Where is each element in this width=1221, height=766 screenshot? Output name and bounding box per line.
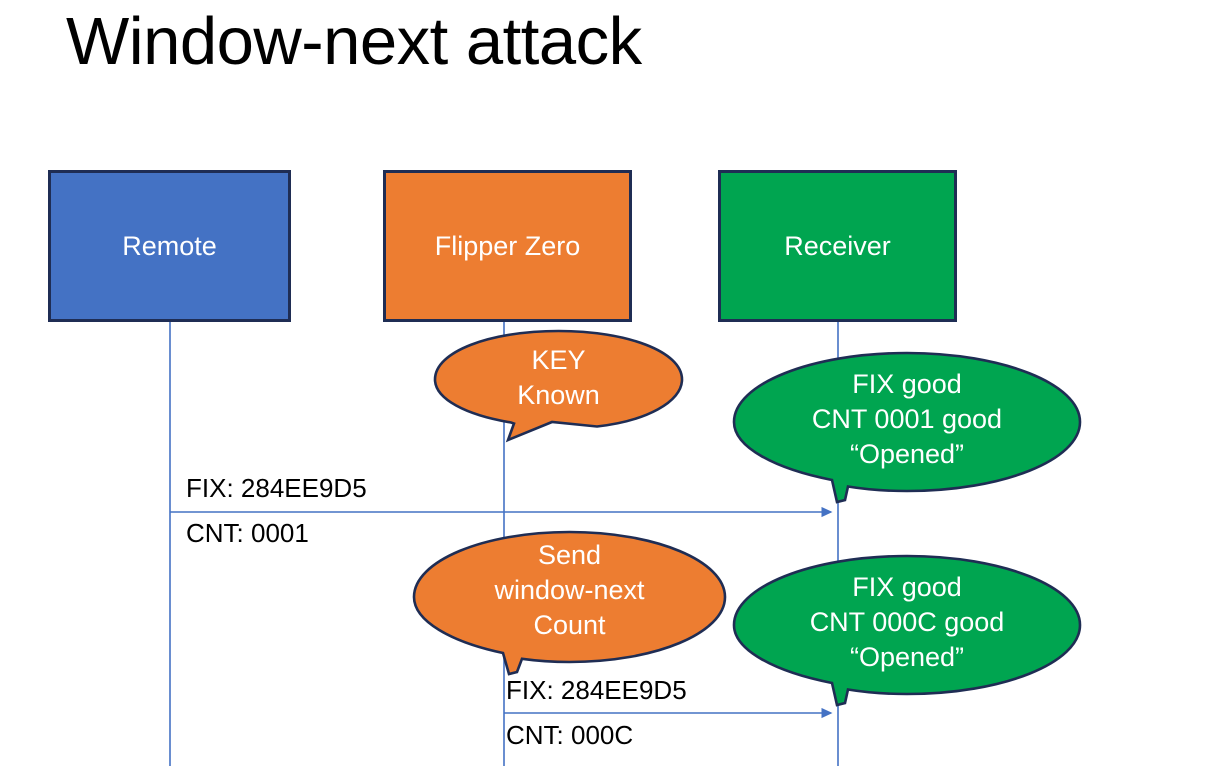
- message-1-cnt-label: CNT: 0001: [186, 518, 309, 548]
- message-2-cnt-label: CNT: 000C: [506, 720, 634, 750]
- actor-box-receiver[interactable]: Receiver: [718, 170, 957, 322]
- callout-shape-send-window-next-count: [412, 530, 727, 676]
- callout-fix-cnt-0001[interactable]: FIX good CNT 0001 good “Opened”: [732, 351, 1082, 504]
- callout-shape-fix-cnt-0001: [732, 351, 1082, 504]
- callout-send-window-next-count[interactable]: Send window-next Count: [412, 530, 727, 676]
- actor-label-flipper-zero: Flipper Zero: [434, 231, 581, 261]
- page-title: Window-next attack: [66, 4, 642, 79]
- message-2-fix-label: FIX: 284EE9D5: [506, 675, 687, 705]
- callout-shape-key-known: [433, 329, 684, 443]
- callout-shape-fix-cnt-000c: [732, 554, 1082, 707]
- actor-box-flipper-zero[interactable]: Flipper Zero: [383, 170, 632, 322]
- actor-box-remote[interactable]: Remote: [48, 170, 291, 322]
- actor-label-remote: Remote: [122, 231, 217, 261]
- message-1-fix-label: FIX: 284EE9D5: [186, 473, 367, 503]
- callout-key-known[interactable]: KEY Known: [433, 329, 684, 443]
- actor-label-receiver: Receiver: [784, 231, 891, 261]
- callout-fix-cnt-000c[interactable]: FIX good CNT 000C good “Opened”: [732, 554, 1082, 707]
